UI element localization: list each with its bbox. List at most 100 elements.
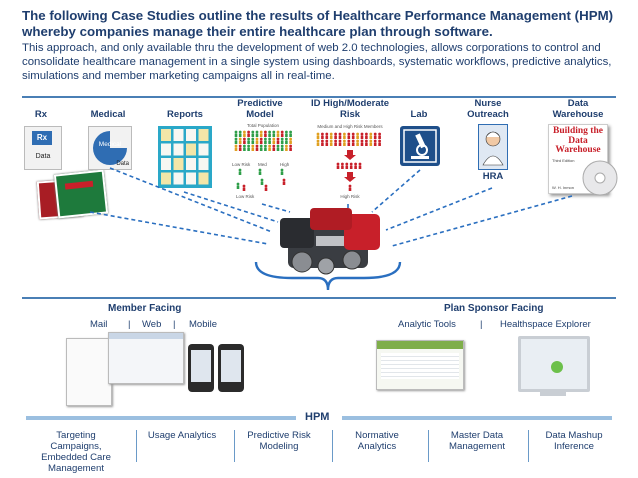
connector-nurse — [385, 187, 493, 231]
person-figure — [378, 139, 381, 146]
report-tile — [173, 129, 184, 141]
person-figure — [247, 137, 250, 144]
person-figure — [260, 178, 264, 185]
report-tile — [161, 143, 171, 156]
person-figure — [247, 144, 250, 151]
person-figure — [264, 130, 267, 137]
report-tile — [161, 158, 171, 170]
person-figure — [264, 184, 268, 191]
report-tile — [173, 158, 184, 170]
person-figure — [280, 130, 284, 137]
person-figure — [354, 162, 357, 169]
hpm-label: HPM — [305, 411, 330, 423]
down-arrow-icon — [344, 172, 356, 182]
report-tile — [186, 158, 196, 170]
top-divider — [22, 96, 616, 98]
person-figure — [329, 132, 333, 139]
source-label-nurse-outreach: Nurse Outreach — [467, 98, 509, 120]
report-tile — [186, 129, 196, 141]
person-figure — [276, 137, 280, 144]
person-figure — [289, 144, 292, 151]
mail-document-image — [66, 338, 112, 406]
person-figure — [268, 130, 271, 137]
rx-data-image: Rx Data — [24, 126, 62, 170]
plan-sponsor-title: Plan Sponsor Facing — [444, 303, 544, 314]
person-figure — [365, 132, 368, 139]
person-figure — [334, 139, 337, 146]
source-label-data-warehouse: Data Warehouse — [552, 98, 604, 120]
connector-predictive — [261, 203, 291, 213]
sponsor-link-healthspace-explorer[interactable]: Healthspace Explorer — [500, 319, 591, 330]
person-figure — [280, 144, 284, 151]
person-figure — [259, 137, 263, 144]
person-figure — [338, 139, 342, 146]
hpm-bar-right — [342, 416, 612, 420]
page-heading: The following Case Studies outline the r… — [22, 8, 614, 39]
person-figure — [321, 132, 324, 139]
person-figure — [238, 144, 242, 151]
person-figure — [258, 168, 262, 175]
report-tile — [186, 172, 196, 185]
brace-connector — [254, 261, 402, 291]
person-figure — [358, 162, 362, 169]
hpm-bar-left — [26, 416, 296, 420]
monitor-stand — [540, 390, 566, 396]
connector-lab — [371, 169, 421, 213]
report-tile — [198, 172, 209, 185]
engine-image — [280, 208, 380, 275]
person-figure — [238, 137, 242, 144]
middle-divider — [22, 297, 616, 299]
person-figure — [238, 130, 242, 137]
capability-master-data-management: Master Data Management — [449, 430, 505, 452]
person-figure — [343, 132, 346, 139]
person-figure — [343, 139, 346, 146]
person-figure — [255, 137, 259, 144]
person-figure — [272, 130, 276, 137]
nurse-outreach-image — [478, 124, 508, 170]
capability-usage-analytics: Usage Analytics — [147, 430, 217, 441]
person-figure — [338, 132, 342, 139]
person-figure — [255, 144, 259, 151]
person-figure — [268, 144, 271, 151]
report-tile — [186, 143, 196, 156]
person-figure — [264, 137, 267, 144]
person-figure — [316, 139, 320, 146]
mobile-phone-image-1 — [188, 344, 214, 392]
analytic-tools-screenshot-image — [376, 340, 464, 390]
member-link-mail[interactable]: Mail — [90, 319, 108, 330]
person-figure — [242, 184, 246, 191]
person-figure — [276, 130, 280, 137]
person-figure — [373, 139, 377, 146]
person-figure — [356, 132, 359, 139]
person-figure — [243, 144, 246, 151]
lab-microscope-icon — [400, 126, 440, 166]
member-link-mobile[interactable]: Mobile — [189, 319, 217, 330]
person-figure — [285, 144, 288, 151]
cd-disc-icon — [582, 160, 618, 196]
person-figure — [334, 132, 337, 139]
sponsor-link-sep: | — [480, 319, 483, 330]
person-figure — [243, 130, 246, 137]
intro-paragraph: This approach, and only available thru t… — [22, 42, 612, 83]
capability-predictive-risk-modeling: Predictive Risk Modeling — [247, 430, 311, 452]
person-figure — [272, 137, 276, 144]
person-figure — [234, 137, 238, 144]
report-tile — [173, 172, 184, 185]
person-figure — [356, 139, 359, 146]
predictive-model-image: Total Population Low Risk Med High Low R… — [232, 123, 294, 206]
person-figure — [238, 168, 242, 175]
person-figure — [373, 132, 377, 139]
person-figure — [341, 162, 344, 169]
source-label-predictive-model: Predictive Model — [237, 98, 283, 120]
capability-targeting-campaigns: Targeting Campaigns, Embedded Care Manag… — [41, 430, 111, 474]
person-figure — [280, 168, 284, 175]
reports-image — [158, 126, 212, 188]
report-tile — [198, 143, 209, 156]
sponsor-link-analytic-tools[interactable]: Analytic Tools — [398, 319, 456, 330]
person-figure — [321, 139, 324, 146]
mobile-phone-image-2 — [218, 344, 244, 392]
person-figure — [329, 139, 333, 146]
person-figure — [365, 139, 368, 146]
report-tile — [198, 158, 209, 170]
member-link-web[interactable]: Web — [142, 319, 162, 330]
